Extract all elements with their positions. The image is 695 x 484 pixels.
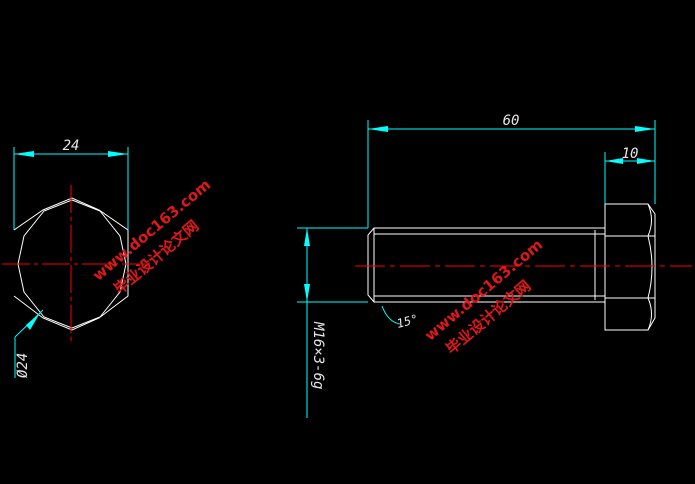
head-chamfer-arc-top	[647, 203, 652, 237]
watermark-right: www.doc163.com 毕业设计论文网	[421, 236, 546, 359]
shank-outline	[367, 227, 605, 303]
length-dimension: 60	[367, 113, 656, 228]
length-label: 60	[503, 113, 520, 129]
thread-label: M16×3-6g	[310, 321, 326, 389]
head-label: 10	[622, 146, 639, 162]
head-chamfer-arc-bottom	[647, 297, 652, 331]
thread-dimension: M16×3-6g	[297, 227, 368, 418]
diameter-label: Ø24	[15, 353, 31, 378]
width-dimension: 24	[13, 138, 129, 230]
head-dimension: 10	[604, 146, 655, 204]
chamfer-circle	[17, 199, 127, 329]
hex-head-end-view	[2, 185, 148, 342]
head-outline	[604, 203, 656, 331]
chamfer-label: 15°	[395, 312, 420, 331]
head-chamfer-arc-mid	[647, 235, 653, 299]
watermark-left: www.doc163.com 毕业设计论文网	[89, 176, 214, 299]
diameter-leader: Ø24	[14, 309, 44, 378]
bolt-side-view	[355, 203, 692, 331]
hexagon-outline	[13, 197, 129, 331]
width-label: 24	[63, 138, 80, 154]
chamfer-angle-dimension: 15°	[381, 305, 420, 331]
